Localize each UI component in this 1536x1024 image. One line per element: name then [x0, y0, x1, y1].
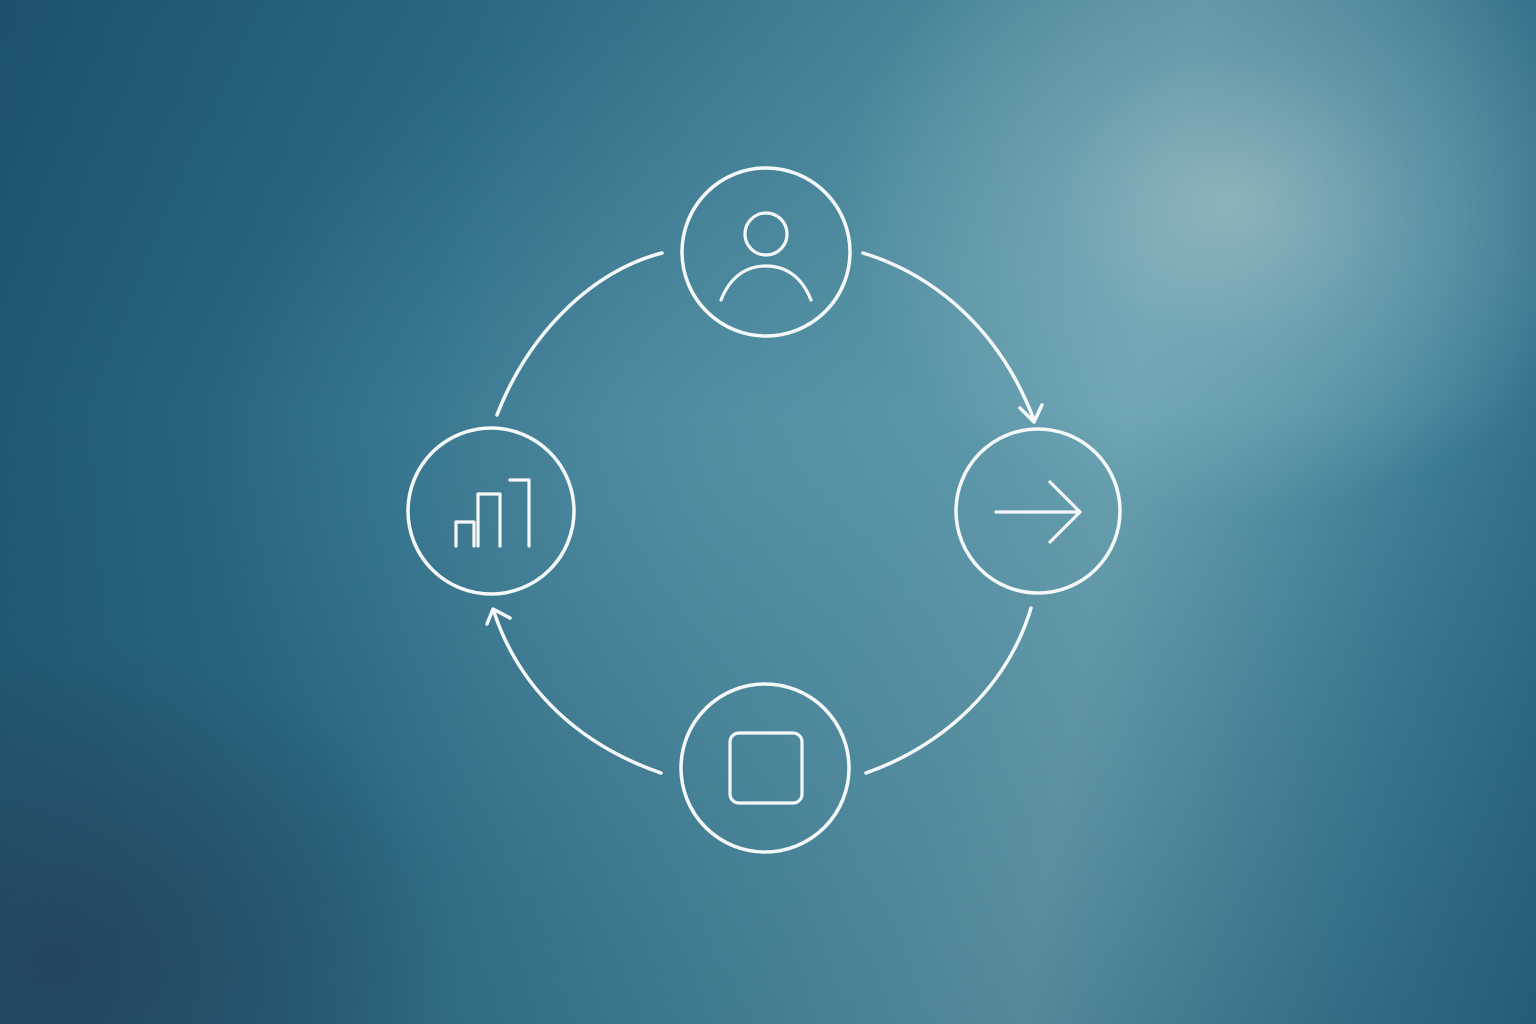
node-top: [680, 166, 852, 338]
arrowhead-icon: [485, 607, 512, 626]
edge-right-to-bottom: [864, 606, 1033, 775]
bar-chart-icon: [454, 478, 531, 548]
edge-top-to-right: [861, 251, 1044, 424]
square-icon: [728, 731, 804, 805]
user-icon: [719, 211, 813, 302]
edge-bottom-to-left: [485, 607, 663, 775]
node-left: [406, 426, 576, 596]
node-right: [954, 427, 1122, 595]
arrow-right-icon: [994, 480, 1082, 544]
node-bottom: [679, 682, 851, 854]
arrowhead-icon: [1018, 403, 1044, 424]
edge-left-to-top: [495, 251, 664, 417]
